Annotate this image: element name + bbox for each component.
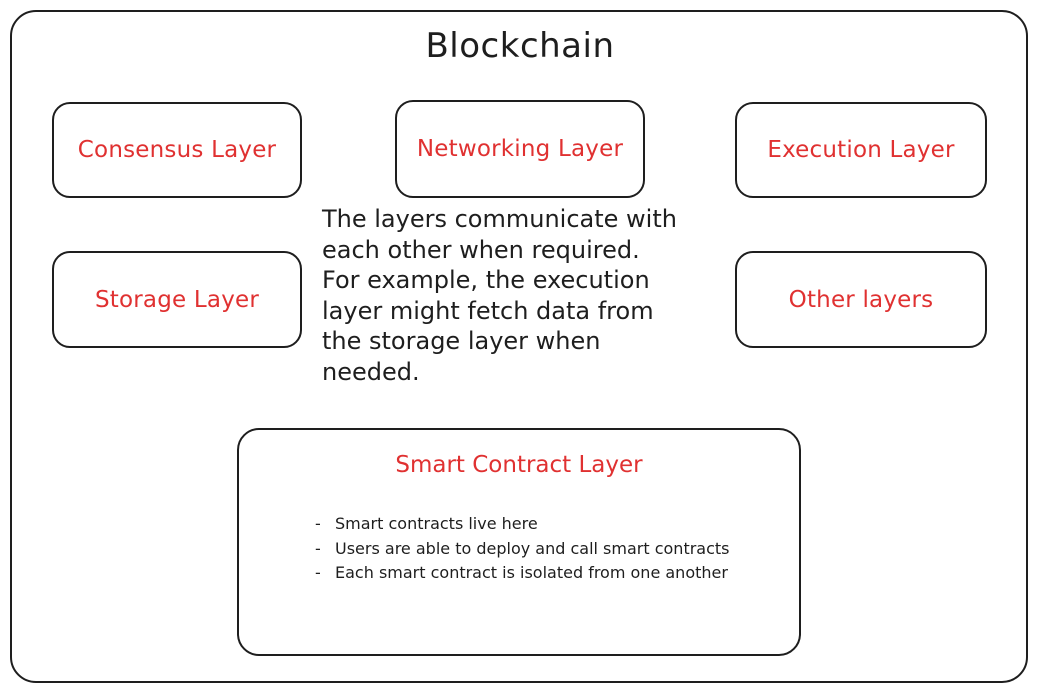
layers-communication-note: The layers communicate with each other w…	[322, 205, 677, 386]
other-layers-label: Other layers	[788, 286, 934, 313]
execution-layer-label: Execution Layer	[767, 137, 955, 163]
bullet-item: Each smart contract is isolated from one…	[315, 561, 785, 586]
blockchain-container	[10, 10, 1028, 683]
other-layers-box: Other layers	[735, 251, 987, 348]
bullet-item: Smart contracts live here	[315, 512, 785, 537]
smart-contract-layer-box: Smart Contract Layer Smart contracts liv…	[237, 428, 801, 656]
diagram-title: Blockchain	[425, 26, 615, 66]
storage-layer-label: Storage Layer	[94, 286, 260, 313]
smart-contract-bullet-list: Smart contracts live here Users are able…	[315, 512, 785, 586]
storage-layer-box: Storage Layer	[52, 251, 302, 348]
consensus-layer-box: Consensus Layer	[52, 102, 302, 198]
networking-layer-box: Networking Layer	[395, 100, 645, 198]
bullet-item: Users are able to deploy and call smart …	[315, 537, 785, 562]
execution-layer-box: Execution Layer	[735, 102, 987, 198]
consensus-layer-label: Consensus Layer	[77, 137, 277, 163]
smart-contract-layer-title: Smart Contract Layer	[395, 452, 643, 478]
networking-layer-label: Networking Layer	[416, 136, 624, 162]
